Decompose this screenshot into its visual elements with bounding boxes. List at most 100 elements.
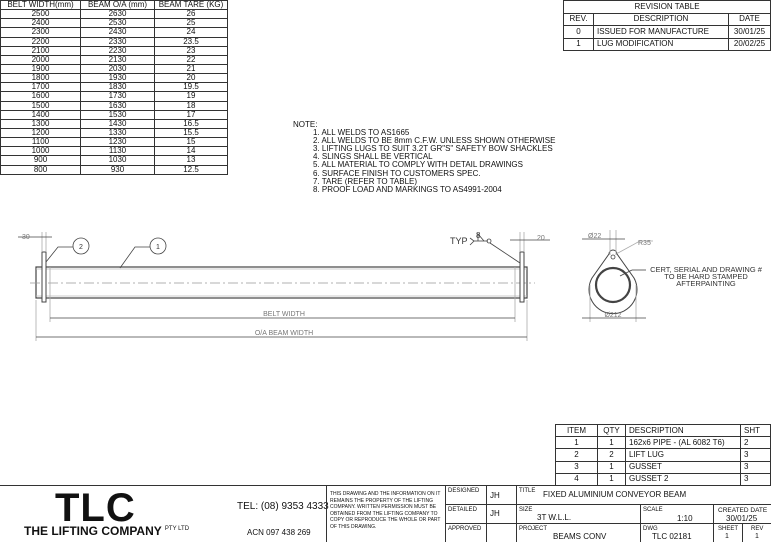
- weld-leader: [489, 242, 521, 264]
- disclaimer: THIS DRAWING AND THE INFORMATION ON IT R…: [330, 491, 441, 530]
- pipe-section: [594, 266, 632, 304]
- weld-size-label: 8: [476, 231, 481, 240]
- project-cell: PROJECT BEAMS CONV: [516, 523, 640, 542]
- lug-end-view: [582, 230, 653, 322]
- company-name-text: THE LIFTING COMPANY: [24, 524, 162, 538]
- beam-side-view: [18, 232, 550, 341]
- stamp-note-line: AFTERPAINTING: [676, 279, 736, 288]
- note-item: 3. LIFTING LUGS TO SUIT 3.2T GR"S" SAFET…: [313, 144, 553, 154]
- pipe-outline: [35, 266, 528, 299]
- dwg-value: TLC 02181: [652, 532, 692, 541]
- column-header: DESCRIPTION: [625, 423, 741, 438]
- dim-right-label: 20: [537, 235, 545, 242]
- table-cell: 4: [555, 472, 598, 486]
- drawing-title: FIXED ALUMINIUM CONVEYOR BEAM: [543, 490, 687, 499]
- stamp-note-line: CERT, SERIAL AND DRAWING #: [650, 265, 763, 274]
- pipe-dia-label: Ø212: [604, 312, 621, 319]
- rev-label: REV: [751, 526, 764, 532]
- scale-value: 1:10: [677, 514, 693, 523]
- table-cell: 12.5: [154, 164, 228, 175]
- stamp-leader: [619, 269, 633, 277]
- size-label: SIZE: [519, 507, 533, 513]
- company-name: THE LIFTING COMPANY PTY LTD: [24, 524, 189, 538]
- table-cell: GUSSET 2: [625, 472, 741, 486]
- telephone: TEL: (08) 9353 4333: [237, 501, 329, 512]
- column-header: QTY: [597, 423, 626, 438]
- weld-all-round-icon: [486, 238, 492, 244]
- sheet-value: 1: [725, 533, 729, 540]
- note-item: 5. ALL MATERIAL TO COMPLY WITH DETAIL DR…: [313, 160, 523, 170]
- title-block: TLC THE LIFTING COMPANY PTY LTD TEL: (08…: [0, 485, 771, 542]
- table-cell: LUG MODIFICATION: [593, 37, 729, 51]
- oa-width-label: O/A BEAM WIDTH: [255, 330, 313, 337]
- table-cell: 1: [597, 436, 626, 450]
- project-value: BEAMS CONV: [553, 532, 607, 541]
- acn: ACN 097 438 269: [247, 528, 311, 537]
- dim-left-label: 30: [22, 234, 30, 241]
- created-value: 30/01/25: [726, 514, 758, 523]
- detailed-label: DETAILED: [448, 507, 477, 513]
- note-item: 1. ALL WELDS TO AS1665: [313, 128, 410, 138]
- created-label: CREATED DATE: [718, 507, 768, 514]
- belt-width-label: BELT WIDTH: [263, 311, 305, 318]
- table-cell: 3: [740, 448, 771, 462]
- weld-tail: [469, 237, 475, 246]
- rev-value: 1: [755, 533, 759, 540]
- radius-leader: [617, 240, 641, 254]
- approved-value-cell: [486, 523, 516, 542]
- designed-value: JH: [490, 491, 500, 500]
- belt-width-table: BELT WIDTH(mm) BEAM O/A (mm) BEAM TARE (…: [0, 0, 228, 175]
- leader-2: [45, 246, 73, 263]
- table-cell: 162x6 PIPE - (AL 6082 T6): [625, 436, 741, 450]
- scale-cell: SCALE 1:10: [640, 504, 713, 523]
- table-cell: 3: [740, 472, 771, 486]
- approved-label: APPROVED: [448, 526, 482, 532]
- lug-hole: [610, 254, 616, 260]
- balloon-2-label: 2: [79, 244, 83, 251]
- table-cell: 3: [740, 460, 771, 474]
- stamp-note-line: TO BE HARD STAMPED: [664, 272, 748, 281]
- table-cell: 2: [740, 436, 771, 450]
- detailed-cell: DETAILED: [445, 504, 486, 523]
- fillet-weld-symbol: [477, 232, 485, 242]
- note-item: 8. PROOF LOAD AND MARKINGS TO AS4991-200…: [313, 184, 502, 194]
- detailed-value: JH: [490, 509, 500, 518]
- note-item: 2. ALL WELDS TO BE 8mm C.F.W. UNLESS SHO…: [313, 136, 556, 146]
- size-cell: SIZE 3T W.L.L.: [516, 504, 640, 523]
- pty-ltd: PTY LTD: [164, 526, 190, 532]
- project-label: PROJECT: [519, 526, 548, 532]
- size-value: 3T W.L.L.: [537, 513, 572, 522]
- column-header: SHT: [740, 423, 771, 438]
- scale-label: SCALE: [643, 507, 663, 513]
- lift-lug-right: [519, 251, 525, 303]
- table-cell: 1: [597, 460, 626, 474]
- lift-lug-left: [41, 251, 47, 303]
- table-cell: LIFT LUG: [625, 448, 741, 462]
- table-cell: 20/02/25: [728, 37, 771, 51]
- notes-title: NOTE:: [293, 120, 318, 129]
- note-item: 7. TARE (REFER TO TABLE): [313, 176, 418, 186]
- sheet-label: SHEET: [718, 526, 739, 532]
- hole-dia-label: Ø22: [588, 233, 601, 240]
- leader-1: [119, 246, 150, 269]
- table-cell: 1: [555, 436, 598, 450]
- disclaimer-cell: [326, 486, 446, 542]
- dwg-label: DWG: [643, 526, 658, 532]
- note-item: 4. SLINGS SHALL BE VERTICAL: [313, 152, 433, 162]
- designed-cell: DESIGNED: [445, 486, 486, 504]
- approved-cell: APPROVED: [445, 523, 486, 542]
- title-label: TITLE: [519, 488, 536, 494]
